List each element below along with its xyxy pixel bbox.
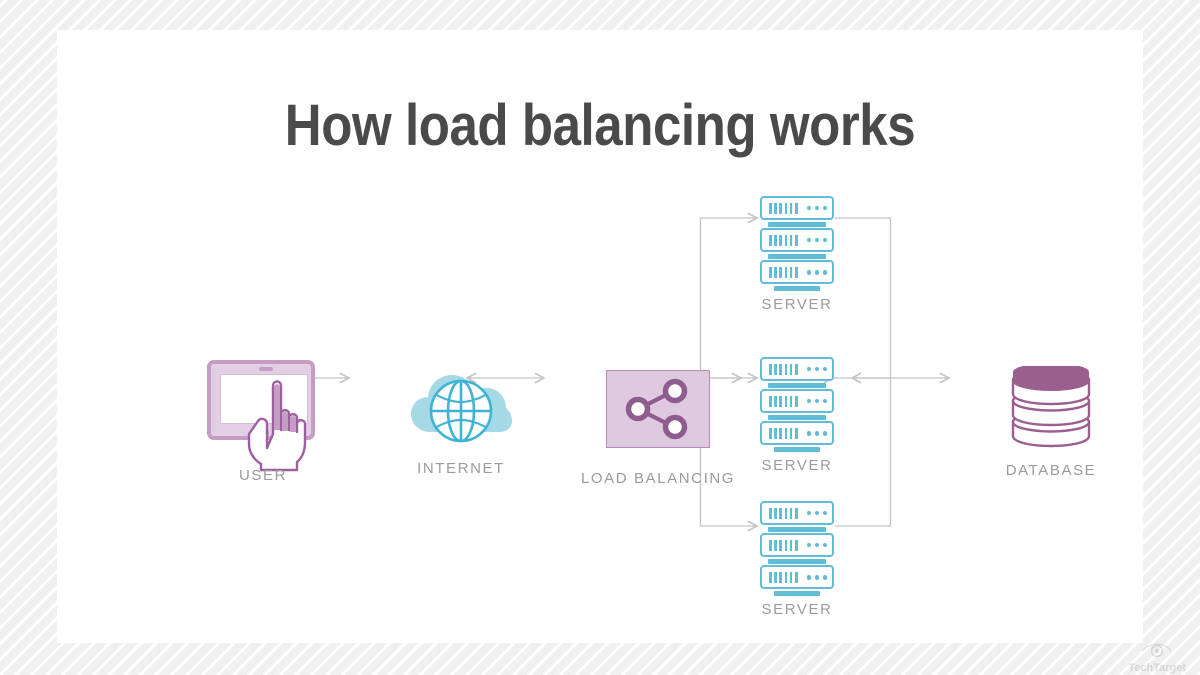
server-indicator-lights xyxy=(806,510,827,516)
server-bars xyxy=(769,571,798,583)
node-internet[interactable]: INTERNET xyxy=(409,366,513,477)
node-user[interactable]: USER xyxy=(207,360,319,484)
node-server-1[interactable]: SERVER xyxy=(760,196,834,313)
server-rack-icon xyxy=(760,533,834,558)
server-connector xyxy=(768,526,826,532)
server-base xyxy=(774,285,820,291)
cloud-globe-icon xyxy=(411,375,512,443)
server-indicator-lights xyxy=(806,542,827,548)
diagram-card: How load balancing works xyxy=(57,30,1143,643)
server-rack-icon xyxy=(760,260,834,285)
node-database[interactable]: DATABASE xyxy=(1005,363,1097,479)
watermark: TechTarget xyxy=(1128,640,1186,674)
watermark-brand: TechTarget xyxy=(1128,662,1186,674)
server-bars xyxy=(769,266,798,278)
server-connector xyxy=(768,382,826,388)
server-indicator-lights xyxy=(806,237,827,243)
server-rack-icon xyxy=(760,389,834,414)
database-cylinder-icon xyxy=(1011,363,1091,448)
eye-logo-icon xyxy=(1142,643,1172,658)
connector-layer xyxy=(273,212,950,532)
server-indicator-lights xyxy=(806,398,827,404)
server-connector xyxy=(768,253,826,259)
server-bars xyxy=(769,234,798,246)
tablet-camera-icon xyxy=(259,366,273,371)
node-server-2[interactable]: SERVER xyxy=(760,357,834,474)
node-label-server-3: SERVER xyxy=(761,601,833,618)
server-indicator-lights xyxy=(806,575,827,580)
server-rack-icon xyxy=(760,228,834,253)
server-indicator-lights xyxy=(806,205,827,211)
server-indicator-lights xyxy=(806,366,827,372)
pointing-hand-icon xyxy=(247,380,307,472)
server-rack-icon xyxy=(760,421,834,446)
share-nodes-icon xyxy=(625,378,688,440)
server-bars xyxy=(769,363,798,375)
server-bars xyxy=(769,395,798,407)
node-load-balancer[interactable]: LOAD BALANCING xyxy=(581,370,733,487)
node-label-server-1: SERVER xyxy=(761,296,833,313)
server-base xyxy=(774,590,820,596)
server-rack-icon xyxy=(760,357,834,381)
load-balancer-panel xyxy=(606,370,710,448)
server-rack-icon xyxy=(760,565,834,590)
node-label-user: USER xyxy=(238,467,288,484)
node-label-database: DATABASE xyxy=(1005,462,1097,479)
server-bars xyxy=(769,539,798,551)
server-bars xyxy=(769,427,798,439)
server-connector xyxy=(768,414,826,420)
server-connector xyxy=(768,221,826,227)
server-indicator-lights xyxy=(806,431,827,436)
server-rack-icon xyxy=(760,501,834,525)
page-title: How load balancing works xyxy=(284,93,916,158)
server-bars xyxy=(769,202,798,214)
server-connector xyxy=(768,558,826,564)
node-label-server-2: SERVER xyxy=(761,457,833,474)
node-server-3[interactable]: SERVER xyxy=(760,501,834,618)
server-bars xyxy=(769,507,798,519)
node-label-load-balancer: LOAD BALANCING xyxy=(580,470,736,487)
server-rack-icon xyxy=(760,196,834,220)
server-base xyxy=(774,446,820,452)
server-indicator-lights xyxy=(806,270,827,275)
node-label-internet: INTERNET xyxy=(417,460,505,477)
